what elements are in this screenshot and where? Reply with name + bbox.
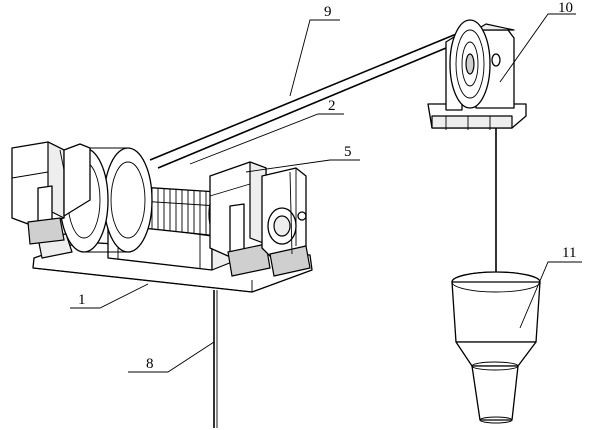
gearbox: [261, 167, 311, 277]
callout-2: 2: [328, 98, 336, 114]
callout-8: 8: [146, 356, 154, 372]
left-bearing-block: [11, 141, 91, 259]
callout-11: 11: [562, 245, 576, 261]
hopper-11: [451, 271, 541, 424]
pulley-wheel: [449, 19, 491, 109]
leader-lines: [70, 13, 582, 373]
callout-1: 1: [78, 292, 86, 308]
callout-9: 9: [324, 4, 332, 20]
callout-10: 10: [558, 0, 573, 16]
callout-5: 5: [344, 144, 352, 160]
rope-9: [149, 29, 471, 169]
right-bearing-block-5: [209, 161, 271, 277]
rope-8: [213, 290, 218, 428]
